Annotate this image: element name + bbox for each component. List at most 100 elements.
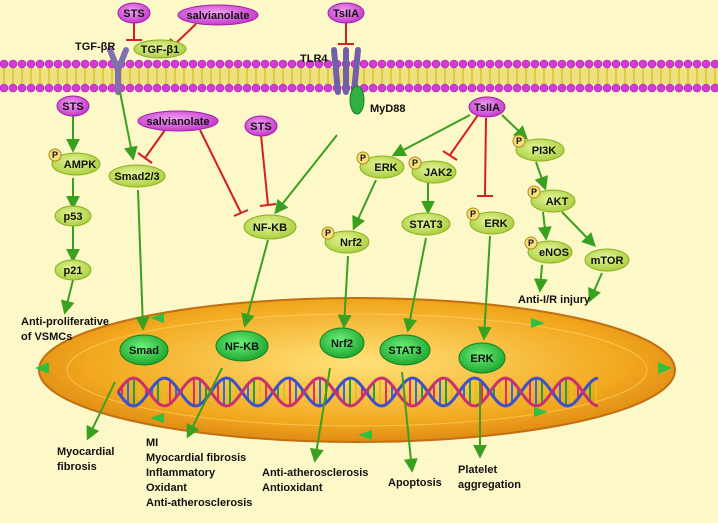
svg-text:salvianolate: salvianolate: [187, 10, 250, 22]
outcome-nrf2-line1: Anti-atherosclerosis: [262, 467, 368, 479]
membrane-head: [179, 83, 189, 93]
membrane-head: [566, 59, 576, 69]
membrane-head: [584, 59, 594, 69]
membrane-head: [305, 83, 315, 93]
membrane-head: [431, 59, 441, 69]
membrane-head: [215, 83, 225, 93]
node-shape: [584, 248, 630, 272]
label-myd88: MyD88: [370, 103, 405, 115]
membrane-head: [602, 83, 612, 93]
membrane-head: [269, 59, 279, 69]
membrane-head: [107, 83, 117, 93]
node-label: Nrf2: [340, 237, 362, 249]
membrane-head: [161, 59, 171, 69]
membrane-head: [152, 59, 162, 69]
membrane-head: [692, 59, 702, 69]
drug-tsiia-top: TsIIA: [327, 2, 365, 24]
membrane-head: [233, 59, 243, 69]
membrane-head: [566, 83, 576, 93]
node-shape: [324, 230, 370, 254]
membrane-head: [701, 83, 711, 93]
membrane-head: [584, 83, 594, 93]
phospho-icon: [527, 185, 541, 199]
membrane-head: [179, 59, 189, 69]
phospho-label: P: [470, 209, 476, 219]
membrane-head: [197, 83, 207, 93]
node-shape: [54, 259, 92, 281]
membrane-head: [620, 59, 630, 69]
nucleus-factor-nrf2: Nrf2: [319, 327, 365, 359]
pore-marker: [531, 318, 545, 328]
node-erk-right: ERK P: [466, 207, 515, 235]
membrane-head: [161, 83, 171, 93]
phospho-icon: [356, 151, 370, 165]
membrane-head: [53, 59, 63, 69]
outcome-platelet-line1: Platelet: [458, 464, 497, 476]
node-label: ERK: [484, 218, 507, 230]
pore-marker: [35, 362, 49, 374]
membrane-head: [701, 59, 711, 69]
membrane-head: [494, 83, 504, 93]
membrane-head: [629, 83, 639, 93]
phospho-icon: [524, 236, 538, 250]
membrane-head: [656, 59, 666, 69]
membrane-head: [548, 59, 558, 69]
node-nfkb: NF-KB: [243, 214, 297, 240]
membrane-head: [638, 83, 648, 93]
node-label: AKT: [546, 196, 569, 208]
membrane-head: [242, 59, 252, 69]
membrane-head: [521, 59, 531, 69]
pore-marker: [150, 413, 164, 423]
membrane-head: [188, 59, 198, 69]
dna-strand: [116, 376, 599, 408]
node-shape: [108, 164, 166, 188]
membrane-head: [593, 83, 603, 93]
svg-text:salvianolate: salvianolate: [147, 116, 210, 128]
membrane-head: [188, 83, 198, 93]
membrane-head: [440, 83, 450, 93]
label-tlr4: TLR4: [300, 53, 328, 65]
membrane-head: [224, 59, 234, 69]
svg-text:STS: STS: [250, 121, 271, 133]
membrane-head: [611, 59, 621, 69]
phospho-label: P: [528, 238, 534, 248]
dna-strand: [116, 376, 599, 408]
label-tgfbr: TGF-βR: [75, 41, 115, 53]
svg-text:STS: STS: [62, 101, 83, 113]
outcome-nfkb-line1: MI: [146, 437, 158, 449]
nucleus-factor-smad: Smad: [119, 334, 169, 366]
nucleus-factor-nfkb: NF-KB: [215, 330, 269, 362]
node-label: STAT3: [409, 219, 442, 231]
node-shape: [469, 211, 515, 235]
node-label: eNOS: [539, 247, 569, 259]
svg-text:NF-KB: NF-KB: [225, 341, 259, 353]
node-p53: p53: [54, 205, 92, 227]
membrane-head: [494, 59, 504, 69]
membrane-head: [368, 83, 378, 93]
membrane-head: [53, 83, 63, 93]
drug-salvianolate-top: salvianolate: [177, 4, 259, 26]
svg-text:STS: STS: [123, 8, 144, 20]
membrane-head: [170, 83, 180, 93]
pore-marker: [150, 313, 164, 323]
membrane-head: [89, 83, 99, 93]
node-mtor: mTOR: [584, 248, 630, 272]
pore-marker: [358, 430, 372, 440]
svg-text:ERK: ERK: [470, 353, 493, 365]
membrane-head: [62, 83, 72, 93]
membrane-head: [440, 59, 450, 69]
membrane-head: [197, 59, 207, 69]
membrane-head: [593, 59, 603, 69]
tlr4-receptor: [331, 47, 365, 115]
phospho-label: P: [360, 153, 366, 163]
membrane-head: [134, 59, 144, 69]
membrane-head: [251, 59, 261, 69]
membrane-head: [575, 83, 585, 93]
membrane-head: [458, 83, 468, 93]
outcome-myocardial-line1: Myocardial: [57, 446, 114, 458]
phospho-icon: [321, 226, 335, 240]
membrane-head: [134, 83, 144, 93]
membrane-head: [647, 83, 657, 93]
